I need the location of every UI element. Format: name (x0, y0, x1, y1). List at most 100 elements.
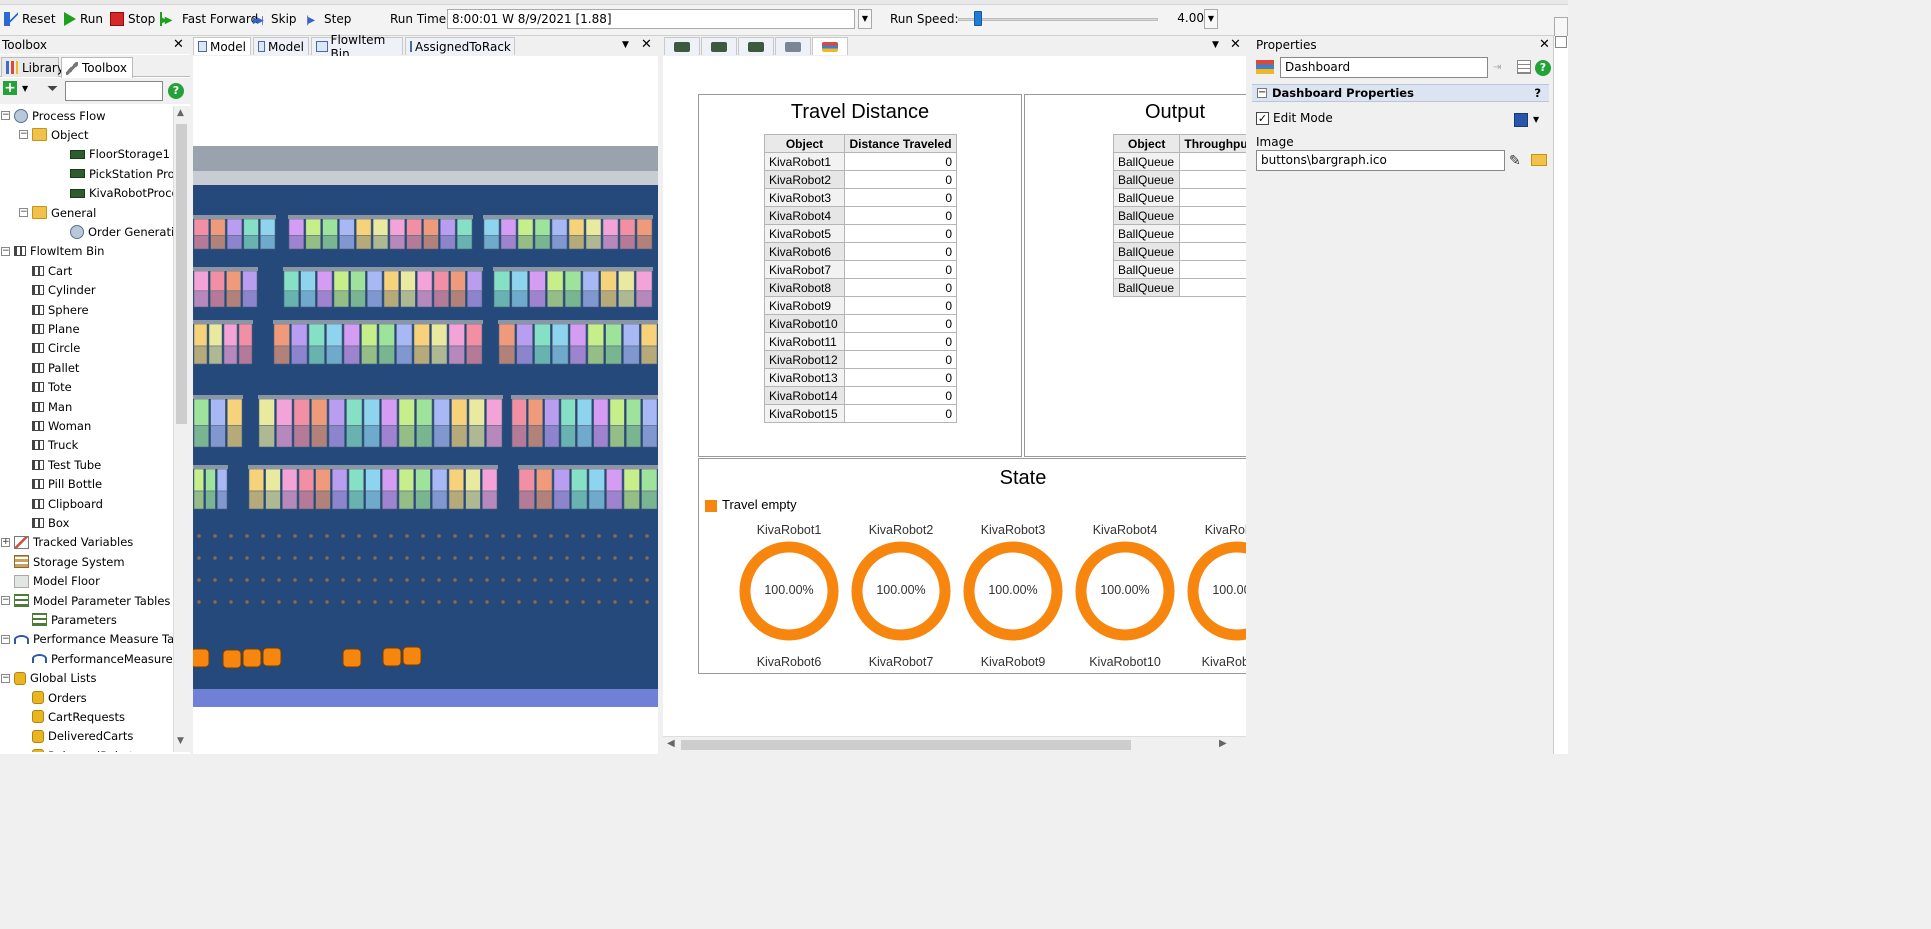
tab-flowitem-bin[interactable]: FlowItem Bin (311, 37, 403, 55)
browse-folder-icon[interactable] (1531, 154, 1547, 166)
tree-item[interactable]: Model Parameter Tables (14, 591, 170, 610)
scroll-down-icon[interactable]: ▼ (177, 736, 184, 746)
tab-library[interactable]: Library (1, 57, 59, 77)
dashboard-properties-section[interactable]: − Dashboard Properties ? (1252, 84, 1549, 102)
kiva-robot[interactable] (243, 649, 261, 667)
tree-item[interactable]: Pill Bottle (32, 475, 102, 494)
warehouse-3d-view[interactable] (193, 56, 658, 754)
edit-mode-checkbox[interactable]: ✓ (1256, 112, 1269, 125)
tree-item[interactable]: FlowItem Bin (14, 242, 104, 261)
collapse-icon[interactable]: − (1257, 88, 1267, 98)
tab-list-dropdown-icon[interactable]: ▼ (622, 39, 629, 52)
toolbox-filter-input[interactable] (65, 81, 163, 101)
add-icon[interactable]: + (3, 81, 17, 95)
tree-item[interactable]: Test Tube (32, 455, 101, 474)
run-time-field[interactable]: 8:00:01 W 8/9/2021 [1.88] (447, 9, 855, 29)
tree-item[interactable]: Man (32, 397, 72, 416)
tree-item[interactable]: Tracked Variables (14, 533, 133, 552)
output-widget[interactable]: Output Object Throughput BallQueueBallQu… (1024, 94, 1246, 457)
tree-expander-icon[interactable]: − (1, 247, 10, 256)
tree-item[interactable]: Orders (32, 688, 87, 707)
tree-item[interactable]: Truck (32, 436, 78, 455)
tree-expander-icon[interactable]: − (1, 635, 10, 644)
dashboard-hscrollbar[interactable]: ◀ ▶ (663, 736, 1246, 752)
object-name-field[interactable]: Dashboard (1280, 57, 1488, 78)
tab-order-icon[interactable]: ⇥ (1493, 62, 1501, 73)
toolbox-scroll-thumb[interactable] (176, 124, 187, 424)
image-path-field[interactable]: buttons\bargraph.ico (1256, 150, 1505, 171)
tree-item[interactable]: Woman (32, 416, 91, 435)
tree-item[interactable]: DeliveredCarts (32, 727, 133, 746)
add-dropdown-icon[interactable]: ▼ (22, 84, 28, 93)
scroll-right-icon[interactable]: ▶ (1219, 738, 1227, 749)
tree-item[interactable]: PickStation Process (70, 164, 173, 183)
fast-forward-button[interactable]: Fast Forward (160, 10, 258, 28)
corner-button[interactable] (1554, 17, 1568, 37)
kiva-robot[interactable] (403, 647, 421, 665)
tab-dashboard-4[interactable] (775, 37, 811, 55)
tree-item[interactable]: CartRequests (32, 707, 125, 726)
run-speed-slider[interactable] (958, 18, 1158, 21)
run-speed-slider-thumb[interactable] (974, 11, 982, 26)
tab-assigned-to-rack[interactable]: AssignedToRack (405, 37, 515, 55)
tab-dashboard-1[interactable] (664, 37, 700, 55)
step-button[interactable]: Step (306, 10, 351, 28)
eyedropper-icon[interactable]: ✎ (1509, 153, 1521, 169)
tree-item[interactable]: Cart (32, 261, 72, 280)
tree-item[interactable]: Sphere (32, 300, 89, 319)
tree-item[interactable]: ReleasedRobots (32, 746, 140, 752)
kiva-robot[interactable] (263, 648, 281, 666)
run-speed-dropdown[interactable]: ▼ (1204, 9, 1218, 29)
tree-view-icon[interactable] (1517, 60, 1531, 74)
tree-item[interactable]: Performance Measure Tables (14, 630, 173, 649)
save-dropdown-icon[interactable]: ▼ (1533, 115, 1539, 124)
travel-distance-widget[interactable]: Travel Distance Object Distance Traveled… (698, 94, 1022, 457)
tree-expander-icon[interactable]: − (1, 596, 10, 605)
dashboard-canvas[interactable]: Travel Distance Object Distance Traveled… (663, 56, 1246, 736)
kiva-robot[interactable] (343, 649, 361, 667)
tree-item[interactable]: Model Floor (14, 572, 100, 591)
tree-item[interactable]: Cylinder (32, 281, 96, 300)
close-icon[interactable]: ✕ (1230, 38, 1241, 51)
tree-item[interactable]: Circle (32, 339, 80, 358)
tree-expander-icon[interactable]: − (19, 130, 28, 139)
tree-expander-icon[interactable]: + (1, 538, 10, 547)
tree-item[interactable]: Plane (32, 319, 80, 338)
tab-dashboard-active[interactable] (812, 37, 848, 55)
tree-item[interactable]: Process Flow (14, 106, 106, 125)
tree-item[interactable]: PerformanceMeasures (32, 649, 173, 668)
run-time-dropdown[interactable]: ▼ (858, 9, 872, 29)
tab-dashboard-3[interactable] (738, 37, 774, 55)
scroll-up-icon[interactable]: ▲ (177, 108, 184, 118)
tab-list-dropdown-icon[interactable]: ▼ (1212, 39, 1219, 52)
scroll-left-icon[interactable]: ◀ (667, 738, 675, 749)
tree-item[interactable]: Global Lists (14, 669, 96, 688)
skip-button[interactable]: Skip (253, 10, 297, 28)
close-icon[interactable]: ✕ (641, 38, 652, 51)
kiva-robot[interactable] (193, 649, 209, 667)
tree-expander-icon[interactable]: − (1, 674, 10, 683)
tab-model-tree[interactable]: Model (253, 37, 309, 55)
tree-item[interactable]: Tote (32, 378, 72, 397)
close-icon[interactable]: ✕ (173, 38, 184, 51)
tree-item[interactable]: Storage System (14, 552, 125, 571)
filter-icon[interactable]: ⏷ (47, 81, 58, 97)
tree-item[interactable]: Order Generation (70, 222, 173, 241)
close-icon[interactable]: ✕ (1539, 38, 1550, 51)
tree-item[interactable]: Object (32, 125, 88, 144)
stop-button[interactable]: Stop (110, 10, 155, 28)
tree-item[interactable]: Pallet (32, 358, 79, 377)
tree-item[interactable]: Box (32, 513, 69, 532)
tree-expander-icon[interactable]: − (1, 111, 10, 120)
tab-toolbox[interactable]: Toolbox (61, 57, 133, 78)
pin-icon[interactable] (1555, 36, 1567, 48)
tab-model-3d[interactable]: Model (193, 37, 251, 55)
save-icon[interactable] (1514, 113, 1528, 127)
reset-button[interactable]: Reset (4, 10, 56, 28)
section-help-icon[interactable]: ? (1534, 85, 1541, 101)
model-3d-scene[interactable] (193, 56, 658, 754)
tree-item[interactable]: General (32, 203, 96, 222)
help-icon[interactable]: ? (1535, 60, 1551, 76)
state-widget[interactable]: State Travel empty KivaRobot1100.00%Kiva… (698, 458, 1246, 674)
tree-item[interactable]: KivaRobotProcess (70, 184, 173, 203)
